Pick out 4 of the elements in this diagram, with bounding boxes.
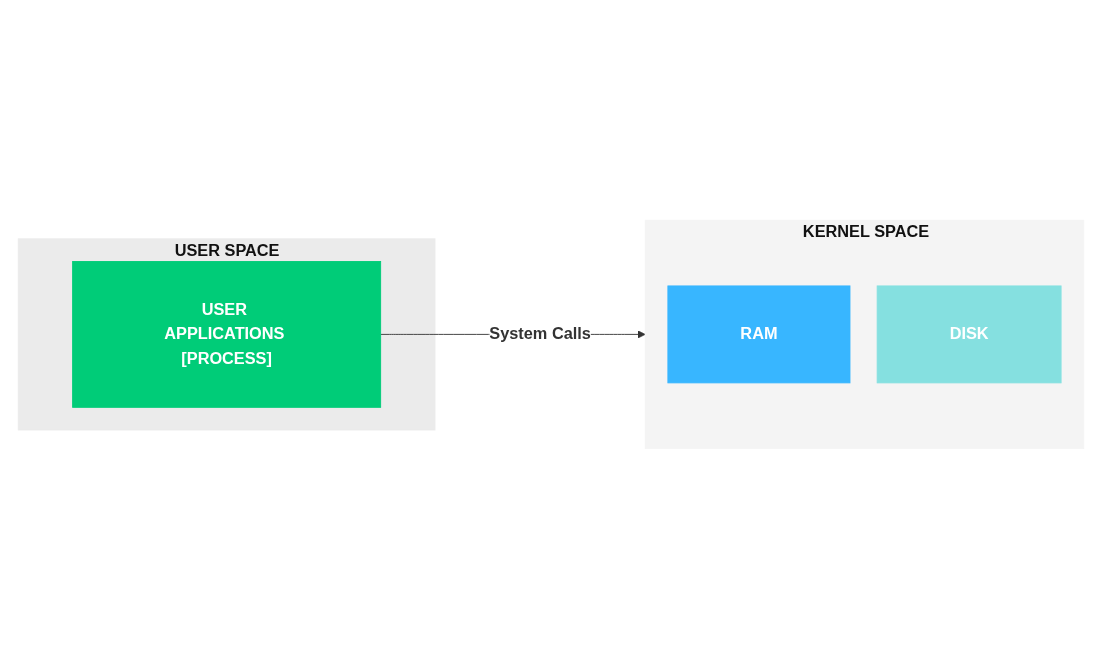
node-box: USER APPLICATIONS [PROCESS] bbox=[71, 260, 381, 408]
node-box: RAM bbox=[666, 285, 850, 383]
node-box: DISK bbox=[876, 285, 1062, 383]
edge-label: System Calls bbox=[488, 324, 591, 343]
